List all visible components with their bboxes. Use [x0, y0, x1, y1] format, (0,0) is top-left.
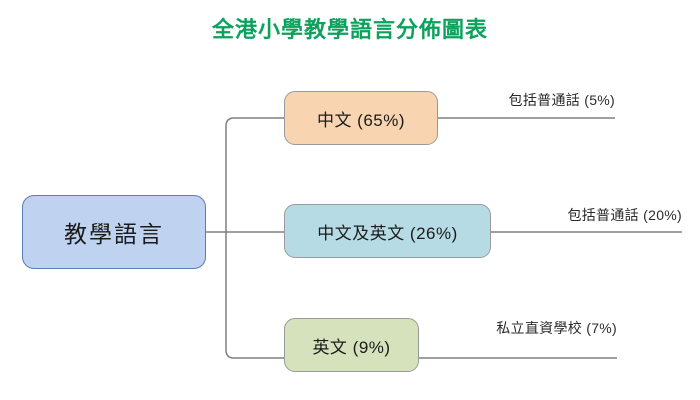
annotation-chinese: 包括普通話 (5%) — [508, 92, 615, 108]
node-branch-english[interactable]: 英文 (9%) — [284, 318, 419, 372]
node-branch-chinese[interactable]: 中文 (65%) — [284, 91, 438, 145]
annotation-chinese-english: 包括普通話 (20%) — [567, 207, 682, 223]
node-branch-label: 中文及英文 (26%) — [317, 223, 458, 243]
node-root[interactable]: 教學語言 — [22, 195, 206, 269]
node-root-label: 教學語言 — [64, 221, 164, 247]
node-branch-label: 英文 (9%) — [312, 337, 391, 357]
annotation-english: 私立直資學校 (7%) — [496, 320, 617, 336]
connector-branch-2 — [225, 349, 284, 359]
node-branch-label: 中文 (65%) — [316, 110, 406, 130]
node-branch-chinese-english[interactable]: 中文及英文 (26%) — [284, 204, 491, 258]
connector-branch-0 — [225, 117, 284, 127]
page-title: 全港小學教學語言分佈圖表 — [211, 17, 488, 42]
